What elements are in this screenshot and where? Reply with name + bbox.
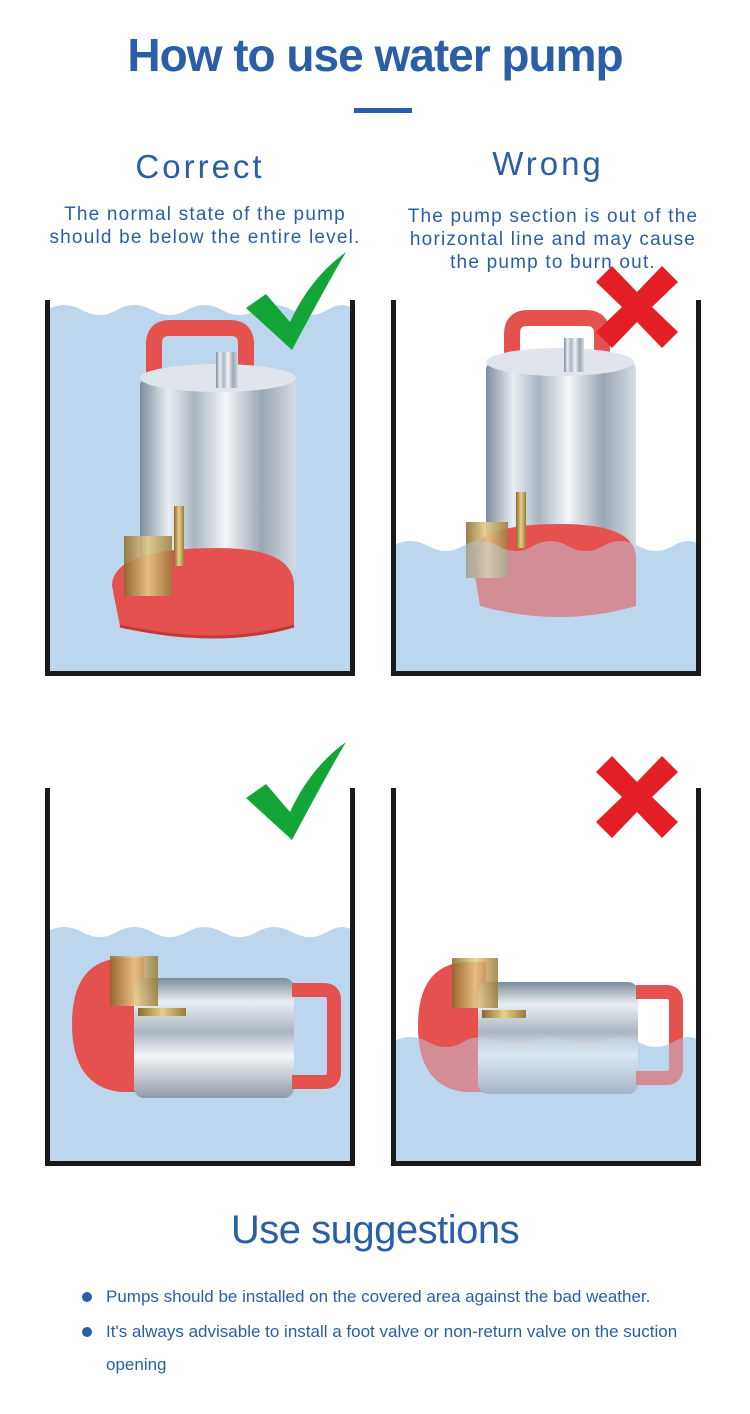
correct-description-line: should be below the entire level. (49, 227, 361, 248)
title-divider (354, 108, 412, 113)
suggestions-title: Use suggestions (230, 1208, 520, 1252)
check-icon (244, 740, 350, 849)
cross-icon (592, 752, 682, 847)
correct-upright-panel (42, 296, 358, 680)
wrong-upright-panel (388, 296, 704, 680)
correct-horizontal-panel (42, 786, 358, 1170)
pump-illustration (466, 310, 636, 617)
wrong-description-line: horizontal line and may cause (409, 229, 697, 250)
pump-illustration (112, 320, 296, 639)
page-title: How to use water pump (127, 29, 623, 81)
correct-heading: Correct (135, 148, 265, 185)
list-item: It's always advisable to install a foot … (80, 1315, 720, 1381)
cross-icon (592, 262, 682, 357)
wrong-description: The pump section is out of the horizonta… (378, 205, 728, 274)
pump-illustration (418, 958, 683, 1094)
check-icon (244, 250, 350, 359)
suggestions-list: Pumps should be installed on the covered… (80, 1280, 720, 1383)
list-item: Pumps should be installed on the covered… (80, 1280, 720, 1313)
bullet-icon (82, 1292, 92, 1302)
suggestion-text: It's always advisable to install a foot … (106, 1322, 678, 1374)
wrong-heading: Wrong (492, 145, 604, 182)
correct-description: The normal state of the pump should be b… (20, 203, 390, 249)
wrong-description-line: The pump section is out of the (407, 206, 699, 227)
suggestion-text: Pumps should be installed on the covered… (106, 1287, 651, 1306)
correct-description-line: The normal state of the pump (64, 204, 346, 225)
wrong-horizontal-panel (388, 786, 704, 1170)
bullet-icon (82, 1327, 92, 1337)
pump-illustration (72, 956, 341, 1098)
wrong-description-line: the pump to burn out. (450, 252, 656, 273)
